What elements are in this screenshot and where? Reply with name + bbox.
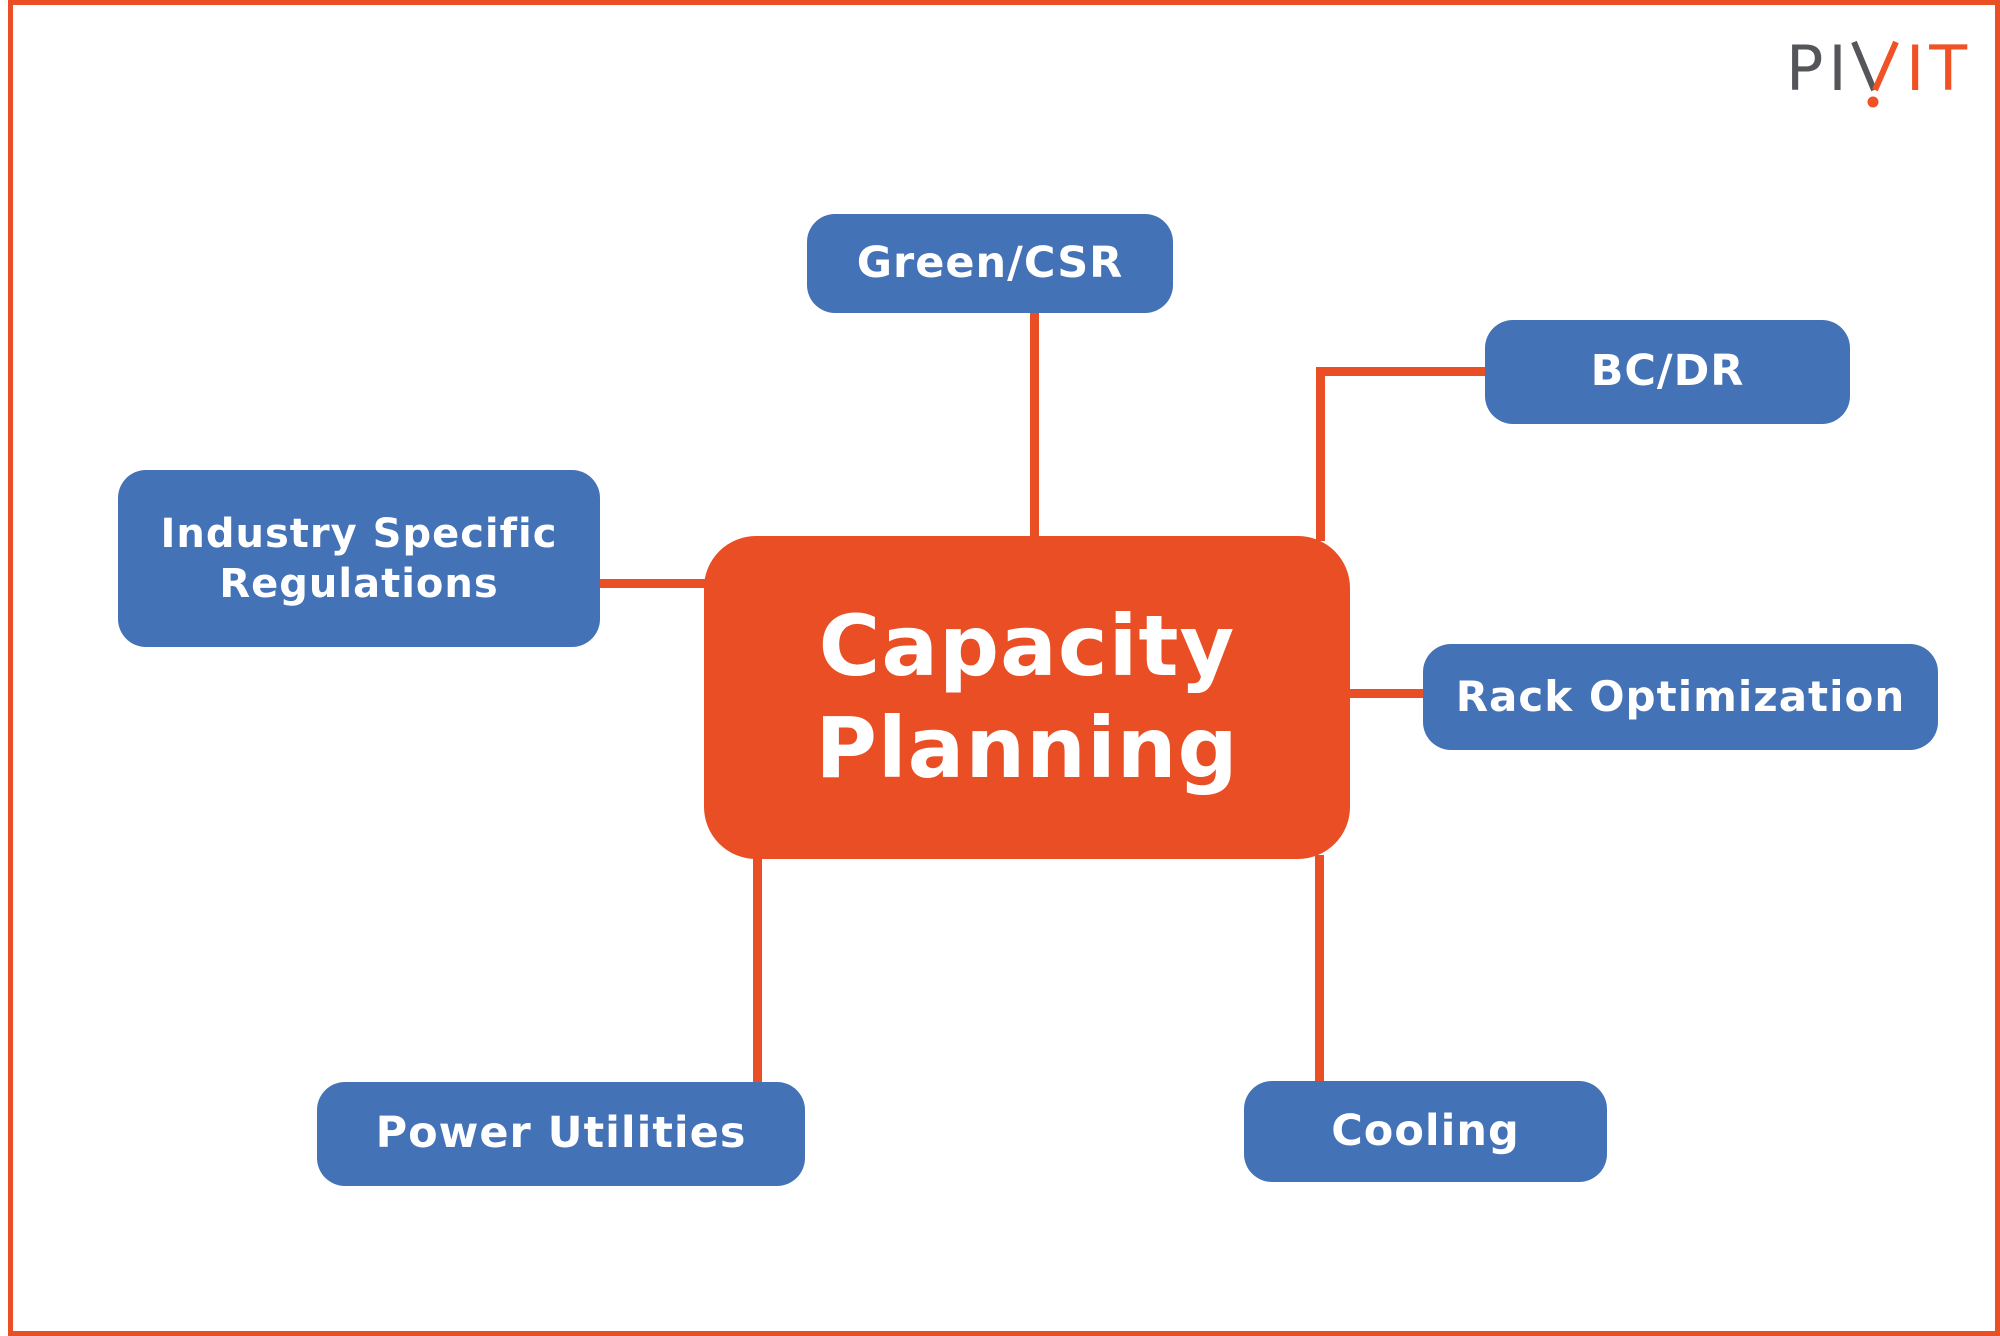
logo-letter-v — [1851, 40, 1899, 92]
node-bc-dr: BC/DR — [1485, 320, 1850, 424]
connector-bc-dr-vertical — [1316, 367, 1325, 541]
connector-rack-optimization — [1345, 689, 1429, 698]
node-label: Rack Optimization — [1455, 671, 1906, 721]
logo-letters-it: IT — [1906, 38, 1972, 105]
logo-letters-pi: PI — [1786, 38, 1852, 105]
node-green-csr: Green/CSR — [807, 214, 1173, 313]
node-industry-specific-regulations: Industry Specific Regulations — [118, 470, 600, 647]
connector-power-utilities — [753, 855, 762, 1086]
center-label-line2: Planning — [815, 698, 1239, 797]
connector-industry-specific-regulations — [595, 579, 710, 588]
logo-exclamation-dot-icon — [1867, 96, 1879, 108]
node-power-utilities: Power Utilities — [317, 1082, 805, 1186]
connector-green-csr — [1030, 308, 1039, 540]
center-label-line1: Capacity — [818, 596, 1236, 695]
node-label: Green/CSR — [856, 237, 1124, 288]
center-node-capacity-planning: Capacity Planning — [704, 536, 1350, 859]
node-label: Cooling — [1331, 1105, 1520, 1156]
node-label: BC/DR — [1590, 346, 1745, 397]
node-label: Industry Specific Regulations — [160, 510, 558, 607]
node-cooling: Cooling — [1244, 1081, 1607, 1182]
pivit-logo: PI IT — [1786, 32, 1976, 110]
pivit-logo-svg: PI IT — [1786, 32, 1972, 108]
connector-bc-dr-horizontal — [1316, 367, 1491, 376]
connector-cooling — [1315, 855, 1324, 1085]
node-label: Power Utilities — [375, 1108, 747, 1159]
node-rack-optimization: Rack Optimization — [1423, 644, 1938, 750]
